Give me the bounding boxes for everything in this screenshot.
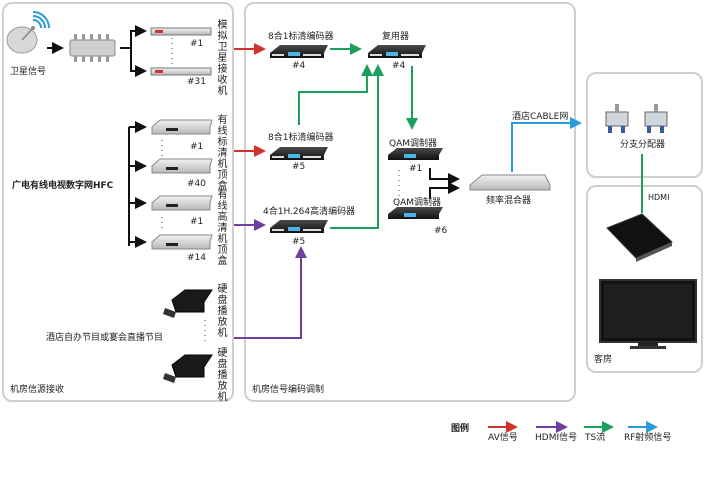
hd-stb-side-label: 有线高清机顶盒 [217,190,228,267]
splitter-1 [605,104,629,133]
legend-rf-label: RF射频信号 [624,433,672,443]
splitter-label: 分支分配器 [620,140,666,150]
hdd-player-1 [163,289,213,318]
sd-stb-last-num: #40 [187,179,206,189]
frequency-mixer [469,174,551,191]
panel-room-label: 客房 [594,355,613,365]
encoder-sd-1-label: 8合1标清编码器 [268,32,334,42]
qam-6-num: #6 [434,226,448,236]
television [599,279,697,349]
encoder-hd-5 [270,220,328,233]
sat-receiver-last-num: #31 [187,77,206,87]
qam-1-label: QAM调制器 [389,139,438,149]
satellite-label: 卫星信号 [10,67,47,77]
multiswitch-icon [69,34,116,62]
mux-4 [368,45,426,58]
sd-stb-40 [151,158,213,174]
hd-stb-last-num: #14 [187,253,206,263]
satellite-dish-icon [6,11,50,54]
mux-num: #4 [392,61,406,71]
satellite-receiver-1 [150,27,212,36]
encoder-sd-4 [270,45,328,58]
legend-ts-label: TS流 [585,433,606,443]
panel-encode [244,2,576,402]
hd-stb-14 [151,234,213,250]
hdd-player-label-2: 硬盘播放机 [217,348,228,403]
sd-stb-side-label: 有线标清机顶盒 [217,115,228,192]
hotel-program-label: 酒店自办节目或宴会直播节目 [46,333,164,343]
satellite-receiver-31 [150,67,212,76]
panel-encode-label: 机房信号编码调制 [252,385,325,395]
encoder-sd-2-num: #5 [292,162,306,172]
encoder-sd-5 [270,147,328,160]
encoder-hd-label: 4合1H.264高清编码器 [263,207,356,217]
sat-receiver-side-label: 模拟卫星接收机 [217,20,228,97]
mixer-label: 频率混合器 [486,196,532,206]
hd-stb-1 [151,195,213,211]
encoder-sd-1-num: #4 [292,61,306,71]
qam-1-num: #1 [409,164,423,174]
encoder-sd-2-label: 8合1标清编码器 [268,133,334,143]
mux-label: 复用器 [382,32,410,42]
panel-source-label: 机房信源接收 [10,385,65,395]
sat-receiver-first-num: #1 [190,39,204,49]
splitter-2 [644,104,668,133]
legend-hdmi-label: HDMI信号 [535,433,578,443]
hdd-player-2 [163,354,213,383]
hfc-label: 广电有线电视数字网HFC [12,181,114,191]
legend-title: 图例 [451,424,470,434]
sd-stb-1 [151,119,213,135]
encoder-hd-num: #5 [292,237,306,247]
qam-1 [388,148,443,160]
hd-stb-first-num: #1 [190,217,204,227]
room-stb [606,213,673,262]
hdd-player-label-1: 硬盘播放机 [217,284,228,339]
qam-6 [388,207,443,219]
qam-6-label: QAM调制器 [393,198,442,208]
sd-stb-first-num: #1 [190,142,204,152]
hdmi-label: HDMI [648,193,670,202]
cable-network-label: 酒店CABLE网 [512,112,569,122]
legend-av-label: AV信号 [488,433,518,443]
